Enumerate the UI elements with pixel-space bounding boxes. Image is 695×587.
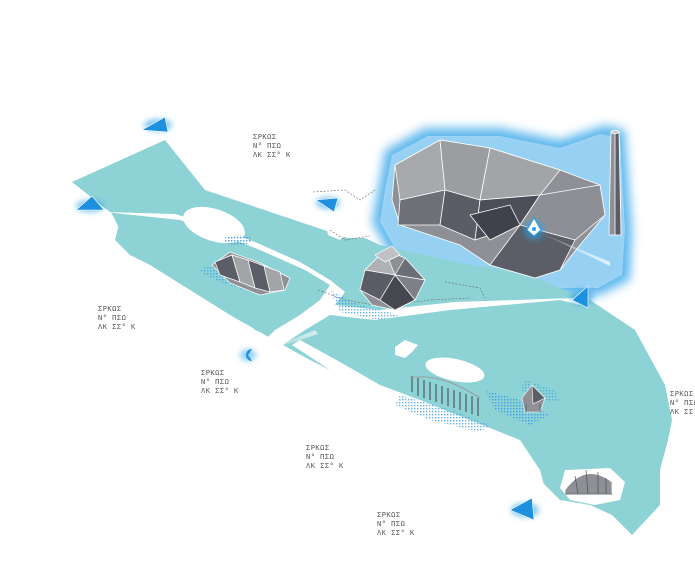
path-markings bbox=[554, 502, 613, 529]
camera-viewpoint-icon[interactable] bbox=[315, 197, 340, 213]
camera-viewpoint-icon[interactable] bbox=[75, 195, 105, 212]
label-line: Ν° ΠΣΩ bbox=[98, 314, 127, 322]
area-label: ΣΡΚΩΣ Ν° ΠΣΩ ΛΚ ΣΣ° Κ bbox=[201, 369, 239, 396]
label-line: Ν° ΠΣΩ bbox=[306, 453, 335, 461]
label-line: Ν° ΠΣΩ bbox=[377, 520, 406, 528]
pergola-posts bbox=[409, 376, 481, 416]
label-line: ΛΚ ΣΣ° Κ bbox=[306, 462, 344, 470]
area-label: ΣΡΚΩΣ Ν° ΠΣΩ ΛΚ ΣΣ° Κ bbox=[253, 133, 291, 160]
label-line: ΣΡΚΩΣ bbox=[201, 369, 225, 377]
camera-viewpoint-icon[interactable] bbox=[570, 285, 594, 309]
label-line: ΣΡΚΩΣ bbox=[98, 305, 122, 313]
camera-viewpoint-icon[interactable] bbox=[509, 497, 539, 521]
view-beam bbox=[255, 330, 318, 355]
camera-viewpoint-icon[interactable] bbox=[240, 349, 256, 361]
label-line: ΛΚ ΣΣ° Κ bbox=[201, 387, 239, 395]
location-pin-icon[interactable] bbox=[524, 217, 610, 266]
gazebo bbox=[521, 384, 546, 413]
label-line: ΣΡΚΩΣ bbox=[306, 444, 330, 452]
pavilion-center bbox=[359, 245, 426, 311]
label-line: Ν° ΠΣΩ bbox=[201, 378, 230, 386]
label-line: ΛΚ ΣΣ° Κ bbox=[253, 151, 291, 159]
area-label: ΣΡΚΩΣ Ν° ΠΣΩ ΛΚ ΣΣ° Κ bbox=[670, 390, 695, 417]
label-line: ΣΡΚΩΣ bbox=[377, 511, 401, 519]
label-line: ΛΚ ΣΣ° Κ bbox=[98, 323, 136, 331]
label-line: ΛΚ ΣΣ° Κ bbox=[377, 529, 415, 537]
arch-structure bbox=[211, 251, 291, 296]
dome-pavilion bbox=[564, 469, 613, 495]
area-label: ΣΡΚΩΣ Ν° ΠΣΩ ΛΚ ΣΣ° Κ bbox=[98, 305, 136, 332]
label-line: ΛΚ ΣΣ° Κ bbox=[670, 408, 695, 416]
factory-building bbox=[391, 130, 622, 279]
area-label: ΣΡΚΩΣ Ν° ΠΣΩ ΛΚ ΣΣ° Κ bbox=[306, 444, 344, 471]
label-line: ΣΡΚΩΣ bbox=[253, 133, 277, 141]
camera-viewpoint-icon[interactable] bbox=[140, 116, 172, 133]
area-label: ΣΡΚΩΣ Ν° ΠΣΩ ΛΚ ΣΣ° Κ bbox=[377, 511, 415, 538]
label-line: ΣΡΚΩΣ bbox=[670, 390, 694, 398]
label-line: Ν° ΠΣΩ bbox=[253, 142, 282, 150]
label-line: Ν° ΠΣΩ bbox=[670, 399, 695, 407]
